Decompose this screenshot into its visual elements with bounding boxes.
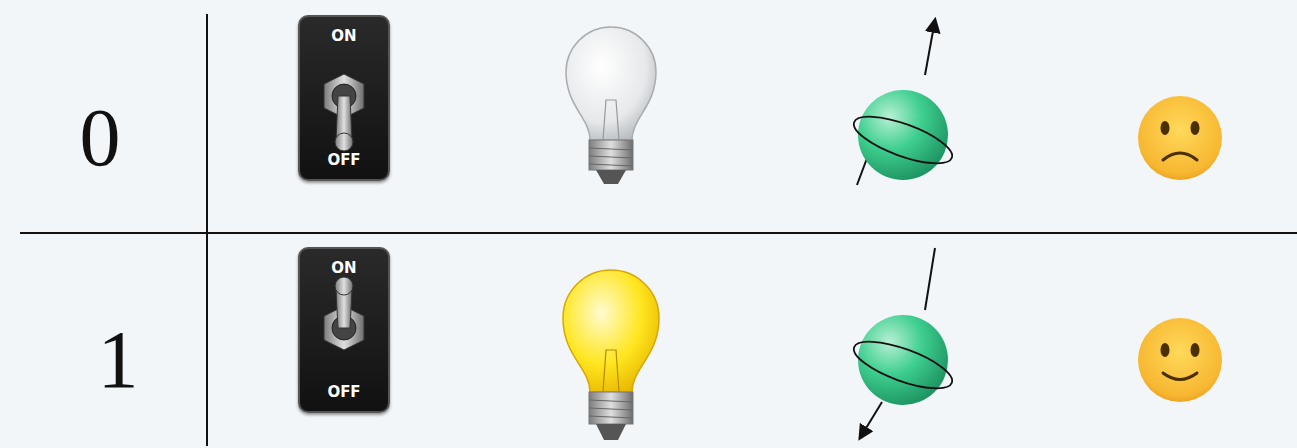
row-value: 0 bbox=[80, 97, 121, 179]
switch-label: OFF bbox=[300, 383, 388, 401]
sad-face bbox=[1138, 96, 1222, 180]
switch-plate: ON OFF bbox=[298, 15, 390, 181]
toggle-lever bbox=[324, 74, 364, 151]
light-bulb-on bbox=[563, 270, 659, 440]
switch-label: ON bbox=[300, 27, 388, 45]
spin-up bbox=[849, 20, 958, 185]
happy-face bbox=[1138, 318, 1222, 402]
table-line bbox=[206, 14, 208, 446]
spin-down bbox=[849, 248, 958, 438]
row-value: 1 bbox=[98, 319, 139, 401]
toggle-lever bbox=[324, 277, 364, 350]
switch-label: ON bbox=[300, 259, 388, 277]
switch-label: OFF bbox=[300, 151, 388, 169]
switch-plate: ON OFF bbox=[298, 247, 390, 413]
light-bulb-off bbox=[566, 27, 656, 184]
table-line bbox=[20, 232, 1297, 234]
